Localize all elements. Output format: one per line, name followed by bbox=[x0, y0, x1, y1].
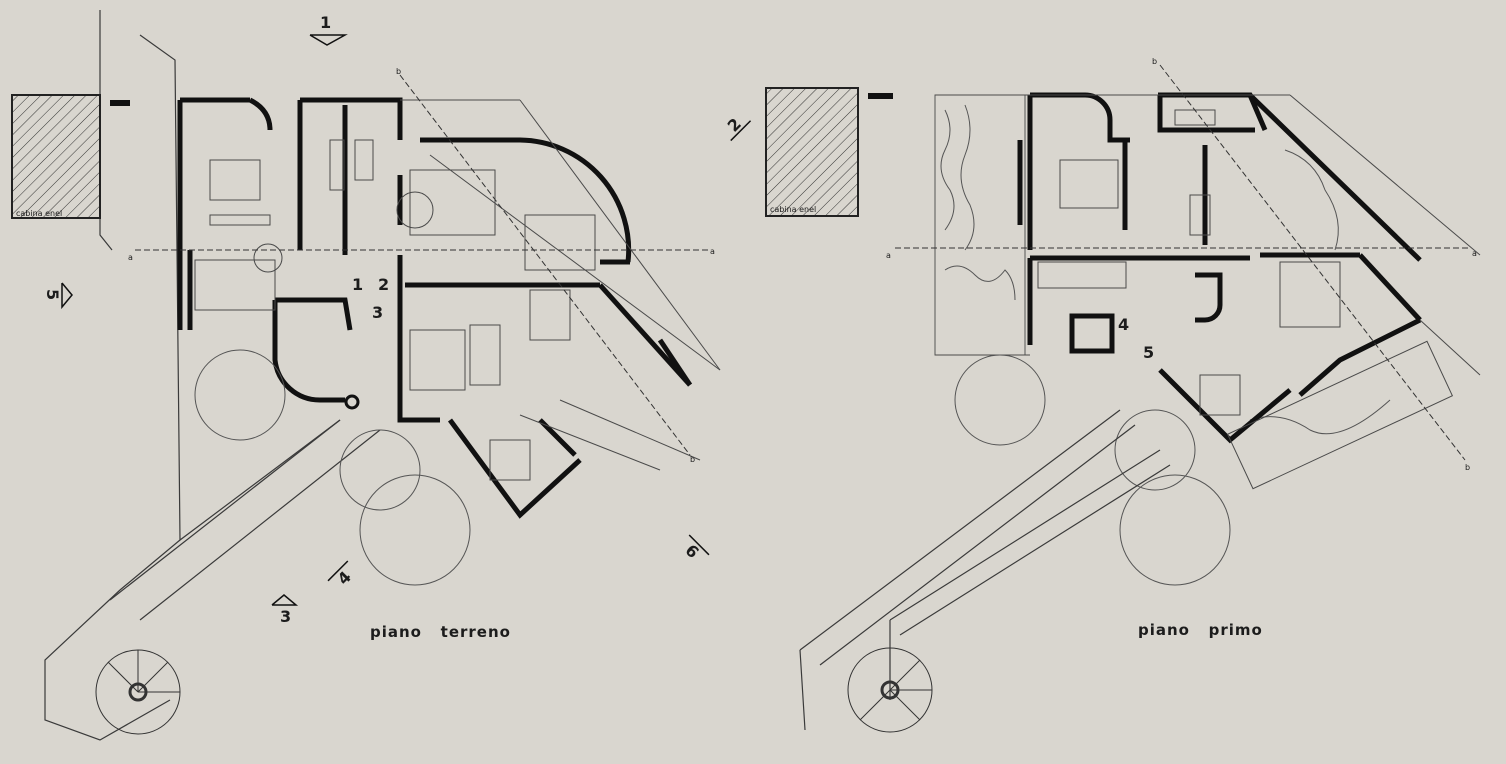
wall-stub bbox=[110, 100, 130, 106]
cut-line-b-ground bbox=[399, 74, 691, 456]
ground-floor-interior bbox=[194, 99, 721, 481]
electric-cabin: cabina enel bbox=[11, 94, 101, 219]
cut-label-b-bottom: b bbox=[690, 455, 695, 464]
cut-label-a-first-left: a bbox=[886, 251, 891, 260]
ground-trees bbox=[194, 349, 471, 586]
stair-ref-3: 3 bbox=[372, 303, 383, 322]
cabin-label: cabina enel bbox=[16, 209, 62, 218]
section-marker-5: 5 bbox=[43, 282, 73, 310]
cut-label-b-top: b bbox=[396, 67, 401, 76]
cabin-label-first: cabina enel bbox=[770, 205, 816, 214]
cut-label-a-left: a bbox=[128, 253, 133, 262]
cut-label-b-first-top: b bbox=[1152, 57, 1157, 66]
spiral-stair-first bbox=[847, 647, 933, 733]
stair-refs-first: 4 5 bbox=[1118, 315, 1154, 362]
electric-cabin-first: cabina enel bbox=[765, 87, 859, 217]
section-marker-3: 3 bbox=[271, 594, 299, 626]
column-marker bbox=[344, 394, 360, 410]
svg-text:5: 5 bbox=[43, 289, 62, 300]
spiral-stair-ground bbox=[95, 649, 181, 735]
first-trees bbox=[954, 354, 1231, 586]
svg-text:1: 1 bbox=[320, 13, 331, 32]
cut-label-a-first-right: a bbox=[1472, 249, 1477, 258]
cut-label-a-right: a bbox=[710, 247, 715, 256]
cut-label-b-first-bottom: b bbox=[1465, 463, 1470, 472]
section-marker-1: 1 bbox=[309, 13, 348, 46]
first-floor-walls bbox=[1017, 92, 1422, 444]
stair-ref-5: 5 bbox=[1143, 343, 1154, 362]
stair-ref-2: 2 bbox=[378, 275, 389, 294]
wall-stub-first bbox=[868, 93, 893, 99]
svg-text:3: 3 bbox=[280, 607, 291, 626]
first-floor-interior bbox=[935, 94, 1481, 490]
first-floor-plan: cabina enel bbox=[765, 57, 1481, 733]
stair-ref-1: 1 bbox=[352, 275, 363, 294]
stair-ref-4: 4 bbox=[1118, 315, 1129, 334]
stair-refs-ground: 1 2 3 bbox=[352, 275, 389, 322]
first-floor-title: piano primo bbox=[1138, 621, 1263, 639]
cut-line-b-first bbox=[1159, 64, 1466, 461]
site-outline bbox=[44, 10, 381, 741]
ground-floor-title: piano terreno bbox=[370, 623, 511, 641]
